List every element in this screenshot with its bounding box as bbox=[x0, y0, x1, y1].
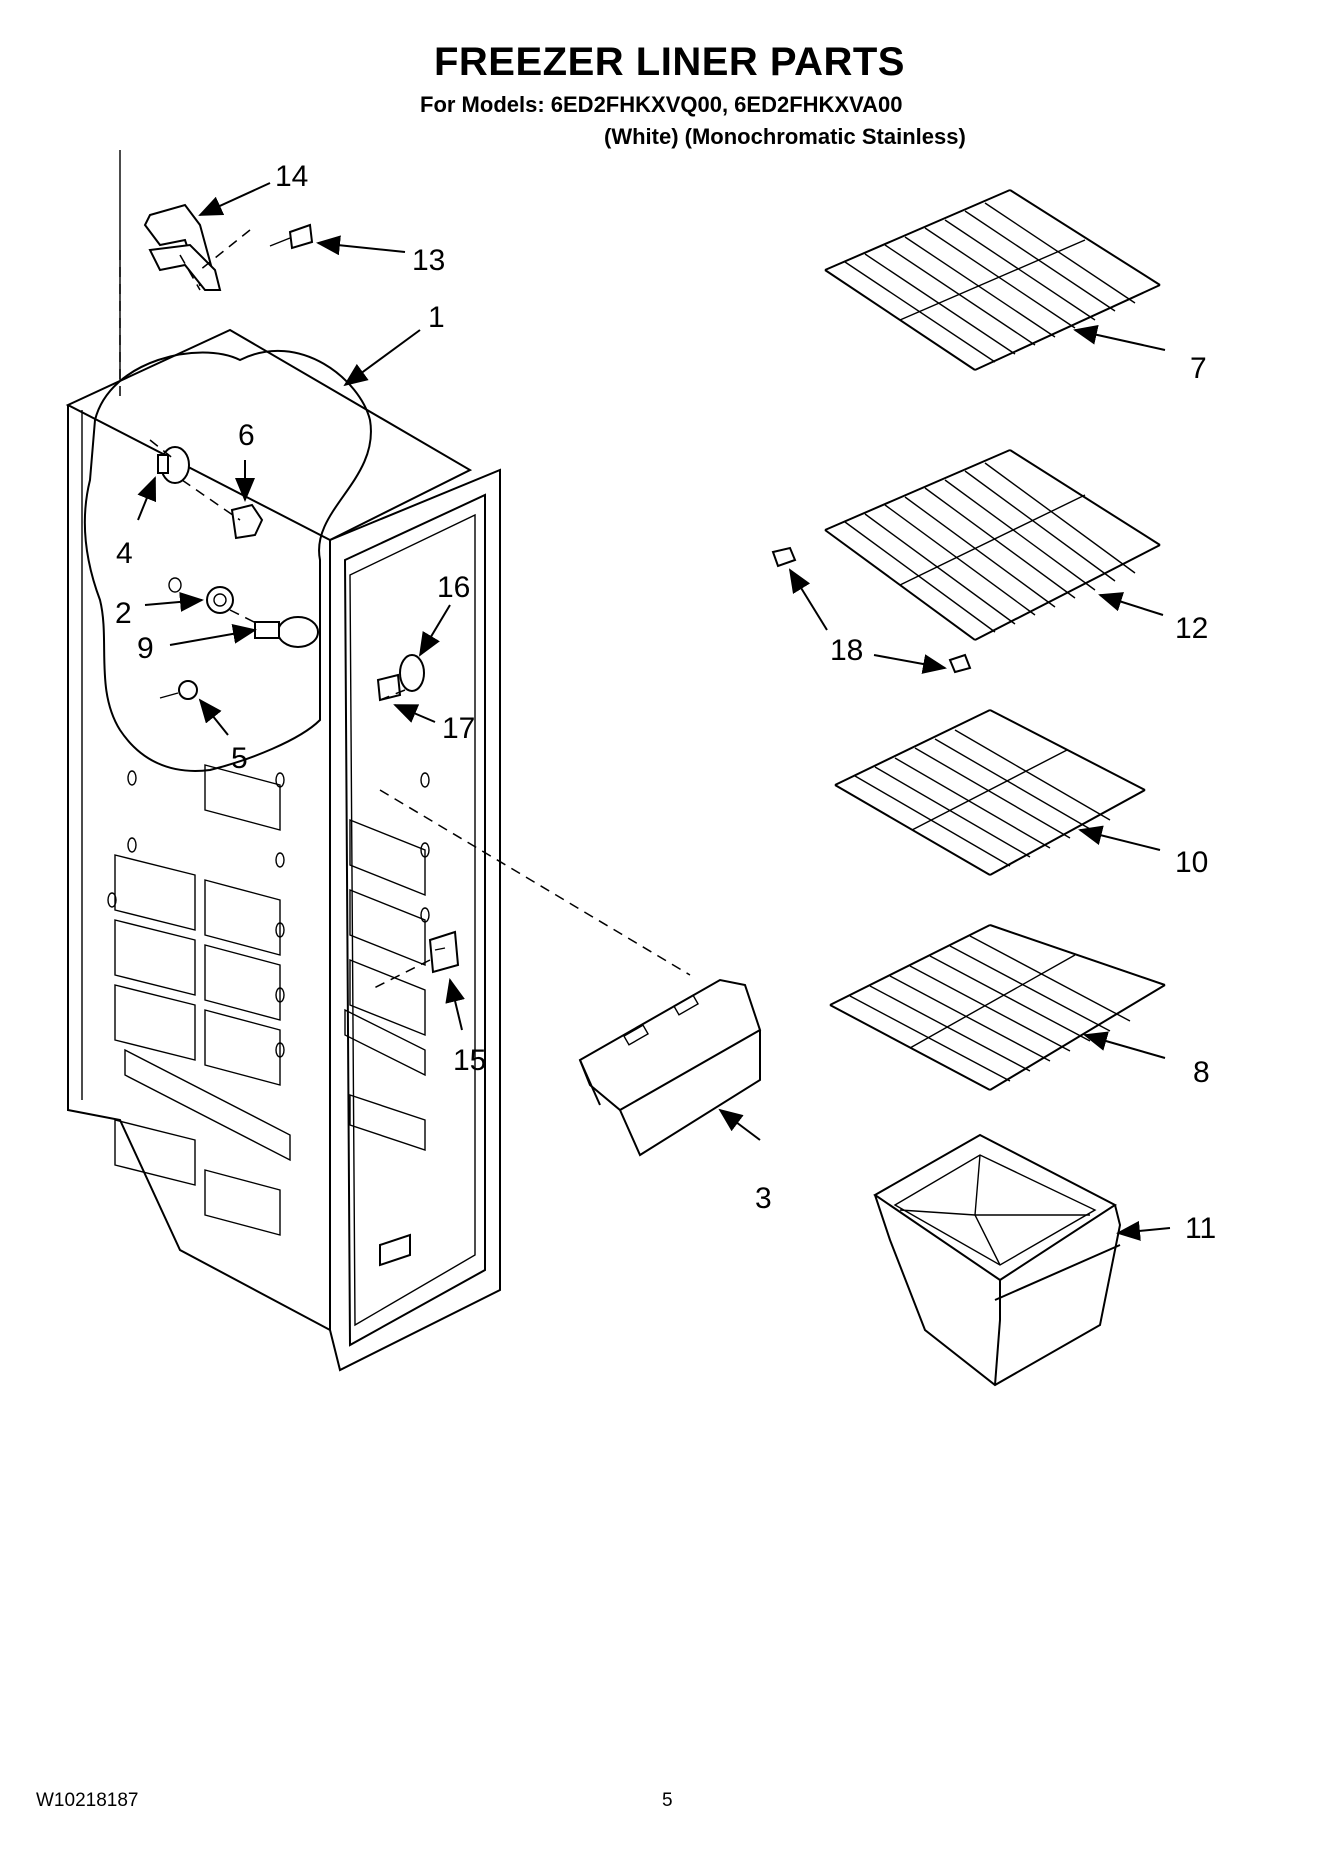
callout-3: 3 bbox=[755, 1182, 772, 1215]
callout-11: 11 bbox=[1185, 1212, 1216, 1245]
part-11-bin bbox=[873, 1133, 1122, 1387]
part-5-pin bbox=[159, 680, 198, 700]
callout-1: 1 bbox=[428, 301, 445, 334]
callout-15: 15 bbox=[453, 1044, 486, 1077]
page-title: FREEZER LINER PARTS bbox=[433, 40, 905, 84]
variants-line: (White) (Monochromatic Stainless) bbox=[604, 124, 966, 149]
callout-labels: 14 13 1 6 4 2 9 5 16 17 15 3 7 12 10 8 1… bbox=[115, 160, 1216, 1245]
callout-6: 6 bbox=[238, 419, 255, 452]
models-line: For Models: 6ED2FHKXVQ00, 6ED2FHKXVA00 bbox=[420, 92, 903, 117]
part-4-knob bbox=[157, 446, 190, 484]
part-10-wire-shelf bbox=[834, 709, 1146, 876]
part-9-bulb bbox=[254, 616, 319, 648]
part-14-bracket bbox=[143, 203, 222, 291]
callout-7: 7 bbox=[1190, 352, 1207, 385]
callout-12: 12 bbox=[1175, 612, 1208, 645]
callout-16: 16 bbox=[437, 571, 470, 604]
part-7-wire-shelf bbox=[824, 189, 1161, 371]
callout-18: 18 bbox=[830, 634, 863, 667]
part-15-clip bbox=[428, 930, 460, 974]
page-number: 5 bbox=[662, 1790, 673, 1811]
part-16-17-fasteners bbox=[376, 654, 425, 702]
document-number: W10218187 bbox=[36, 1790, 139, 1811]
callout-9: 9 bbox=[137, 632, 154, 665]
part-8-wire-shelf bbox=[829, 924, 1166, 1091]
alignment-lines bbox=[119, 229, 691, 991]
freezer-liner-part bbox=[65, 150, 501, 1372]
part-13-screw bbox=[269, 223, 314, 250]
part-18-pegs bbox=[771, 546, 972, 674]
liner-wall-panels bbox=[114, 764, 426, 1236]
callout-10: 10 bbox=[1175, 846, 1208, 879]
callout-5: 5 bbox=[231, 742, 248, 775]
part-3-cover bbox=[578, 978, 762, 1157]
callout-14: 14 bbox=[275, 160, 308, 193]
leader-arrows bbox=[137, 182, 1171, 1241]
callout-8: 8 bbox=[1193, 1056, 1210, 1089]
liner-holes bbox=[107, 577, 430, 1058]
part-6-clip bbox=[230, 503, 264, 540]
callout-2: 2 bbox=[115, 597, 132, 630]
callout-17: 17 bbox=[442, 712, 475, 745]
callout-13: 13 bbox=[412, 244, 445, 277]
part-2-socket bbox=[206, 586, 234, 614]
callout-4: 4 bbox=[116, 537, 133, 570]
part-12-wire-shelf bbox=[824, 449, 1161, 641]
